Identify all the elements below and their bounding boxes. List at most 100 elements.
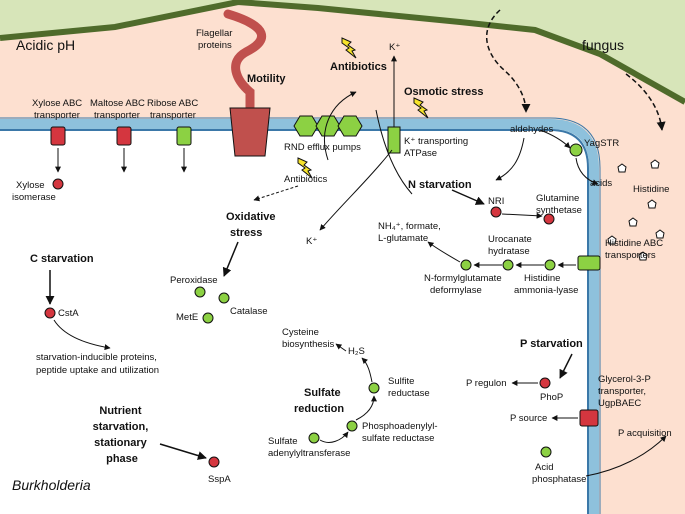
mete-node [202,312,214,324]
dashed-arrow-fungus-aldehydes [485,9,531,113]
arrow-sulfite-h2s [361,357,373,383]
sspa-node [208,456,220,468]
cell-membrane [0,119,599,514]
membrane-outer-edge [0,117,601,514]
h2s-label: H₂S [348,346,365,357]
arrow-csta [53,319,111,351]
nri-node [490,206,502,218]
sat-label: Sulfate adenylyltransferase [268,436,350,459]
yagstr-label: YagSTR [584,138,619,149]
arrow-antibiotics-to-oxidative [253,185,299,202]
p-source-label: P source [510,413,547,424]
xylose-abc-transporter [50,126,66,146]
nutrient-starvation-label: Nutrient starvation, stationary phase [93,405,152,465]
hal-node [544,259,556,271]
p-regulon-label: P regulon [466,378,507,389]
glycerol-transporter-label: Glycerol-3-P transporter, UgpBAEC [598,374,653,409]
nh4-label: NH₄⁺, formate, L-glutamate [378,221,443,244]
xylose-isomerase-node [52,178,64,190]
flagellar-proteins-label: Flagellar proteins [196,28,235,51]
glutamine-synthetase-node [543,213,555,225]
arrow-k-in [319,149,393,231]
arrow-antibiotics-efflux [324,91,357,161]
k-bottom-label: K⁺ [306,236,317,247]
arrow-p-starvation [559,353,573,379]
maltose-transporter-label: Maltose ABC transporter [90,98,148,121]
maltose-abc-transporter [116,126,132,146]
arrow-aldehydes [495,137,525,181]
acidic-ph-label: Acidic pH [16,37,75,53]
peroxidase-node [194,286,206,298]
p-acquisition-label: P acquisition [618,428,672,439]
catalase-label: Catalase [230,306,268,317]
sulfate-reduction-label: Sulfate reduction [294,387,344,415]
xylose-isomerase-label: Xylose isomerase [12,180,56,203]
hal-label: Histidine ammonia-lyase [514,273,578,296]
organism-label: Burkholderia [12,477,91,493]
glutamine-synthetase-label: Glutamine synthetase [536,193,582,216]
flagellum [223,9,267,117]
arrow-nutrient-starvation [159,443,207,460]
phop-label: PhoP [540,392,563,403]
phop-node [539,377,551,389]
antibiotics-stress-label: Antibiotics [330,61,387,73]
acid-phosphatase-node [540,446,552,458]
sat-node [308,432,320,444]
paps-label: Phosphoadenylyl- sulfate reductase [362,421,440,444]
acid-phosphatase-label: Acid phosphatase [532,462,586,485]
oxidative-stress-label: Oxidative stress [226,211,279,239]
arrow-oxidative [222,241,239,277]
histidine-molecules [607,159,665,261]
ribose-transporter-label: Ribose ABC transporter [147,98,201,121]
nformyl-node [460,259,472,271]
sulfite-reductase-label: Sulfite reductase [388,376,430,399]
osmotic-stress-label: Osmotic stress [404,86,483,98]
arrow-p-acquisition [585,435,667,477]
csta-label: CstA [58,308,79,319]
arrow-paps-sulfite [355,395,377,421]
histidine-abc-label: Histidine ABC transporters [605,238,666,261]
yagstr-node [569,143,583,157]
starvation-proteins-label: starvation-inducible proteins, peptide u… [36,352,160,376]
mete-label: MetE [176,312,198,323]
arrow-yagstr-acids [575,157,599,186]
csta-node [44,307,56,319]
rnd-efflux-label: RND efflux pumps [284,142,361,153]
k-top-label: K⁺ [389,42,400,53]
aldehydes-label: aldehydes [510,124,554,135]
nri-label: NRI [488,196,504,207]
glycerol-3p-transporter [579,409,599,427]
sulfite-reductase-node [368,382,380,394]
rnd-efflux-pumps [293,115,363,137]
arrow-osmotic-loop [375,109,413,195]
k-atpase-label: K⁺ transporting ATPase [404,136,471,159]
histidine-abc-transporter [577,255,601,271]
fungus-edge [0,0,685,105]
ribose-abc-transporter [176,126,192,146]
motility-label: Motility [247,73,286,85]
p-starvation-label: P starvation [520,338,583,350]
c-starvation-label: C starvation [30,253,94,265]
fungus-label: fungus [582,37,624,53]
arrow-aldehydes-yagstr [539,129,571,149]
peroxidase-label: Peroxidase [170,275,218,286]
antibiotics-inside-label: Antibiotics [284,174,328,185]
arrow-nri-glutamine [501,212,543,219]
flagellar-motor [229,107,271,157]
paps-node [346,420,358,432]
xylose-transporter-label: Xylose ABC transporter [32,98,85,121]
k-atpase [387,126,401,154]
membrane-inner-edge [0,129,589,514]
catalase-node [218,292,230,304]
sspa-label: SspA [208,474,231,485]
arrow-h2s-cysteine [335,343,347,352]
nformyl-label: N-formylglutamate deformylase [424,273,504,296]
arrow-n-starvation [451,189,485,205]
n-starvation-label: N starvation [408,179,472,191]
urocanate-node [502,259,514,271]
cysteine-label: Cysteine biosynthesis [282,327,335,350]
histidine-outside-label: Histidine [633,184,669,195]
arrow-sat-paps [319,431,349,443]
arrow-nformyl-nh4 [427,241,461,263]
